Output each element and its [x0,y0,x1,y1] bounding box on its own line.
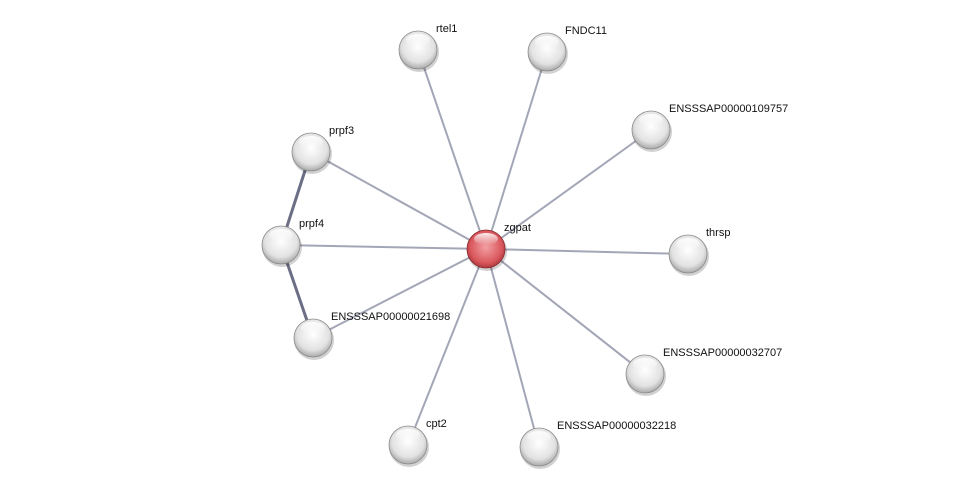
node-highlight [633,358,657,370]
node-highlight [269,229,293,241]
node-highlight [527,431,551,443]
node-label: prpf3 [329,125,354,137]
edge-zgpat-ENSSSAP00000021698[interactable] [312,248,487,339]
node-highlight [301,322,325,334]
node-prpf4[interactable]: prpf4 [261,218,324,267]
node-ENSSSAP00000032218[interactable]: ENSSSAP00000032218 [519,420,676,469]
node-highlight [639,114,663,126]
node-highlight [396,429,420,441]
edge-zgpat-cpt2[interactable] [407,248,487,446]
node-prpf3[interactable]: prpf3 [291,125,354,174]
node-rtel1[interactable]: rtel1 [398,23,457,72]
edge-zgpat-thrsp[interactable] [485,248,689,255]
node-thrsp[interactable]: thrsp [668,227,730,276]
node-ENSSSAP00000032707[interactable]: ENSSSAP00000032707 [625,347,782,396]
node-label: zgpat [504,222,531,234]
node-highlight [676,238,700,250]
node-label: ENSSSAP00000021698 [331,311,450,323]
edge-zgpat-prpf3[interactable] [310,151,487,250]
node-cpt2[interactable]: cpt2 [388,418,447,467]
edge-zgpat-rtel1[interactable] [417,49,487,250]
edge-zgpat-prpf4[interactable] [280,244,487,250]
node-label: ENSSSAP00000032707 [663,347,782,359]
node-label: thrsp [706,227,730,239]
node-label: prpf4 [299,218,324,230]
node-FNDC11[interactable]: FNDC11 [527,25,607,74]
node-label: cpt2 [426,418,447,430]
edge-zgpat-ENSSSAP00000032218[interactable] [485,248,540,448]
edge-zgpat-ENSSSAP00000032707[interactable] [485,248,646,375]
edge-zgpat-FNDC11[interactable] [485,51,548,250]
node-highlight [299,136,323,148]
node-zgpat[interactable]: zgpat [466,222,531,271]
node-highlight [474,233,498,245]
node-label: ENSSSAP00000032218 [557,420,676,432]
node-highlight [535,36,559,48]
node-label: ENSSSAP00000109757 [669,103,788,115]
node-ENSSSAP00000021698[interactable]: ENSSSAP00000021698 [293,311,450,360]
node-label: rtel1 [436,23,457,35]
node-label: FNDC11 [565,25,607,37]
edge-zgpat-ENSSSAP00000109757[interactable] [485,129,652,250]
node-ENSSSAP00000109757[interactable]: ENSSSAP00000109757 [631,103,788,152]
node-highlight [406,34,430,46]
